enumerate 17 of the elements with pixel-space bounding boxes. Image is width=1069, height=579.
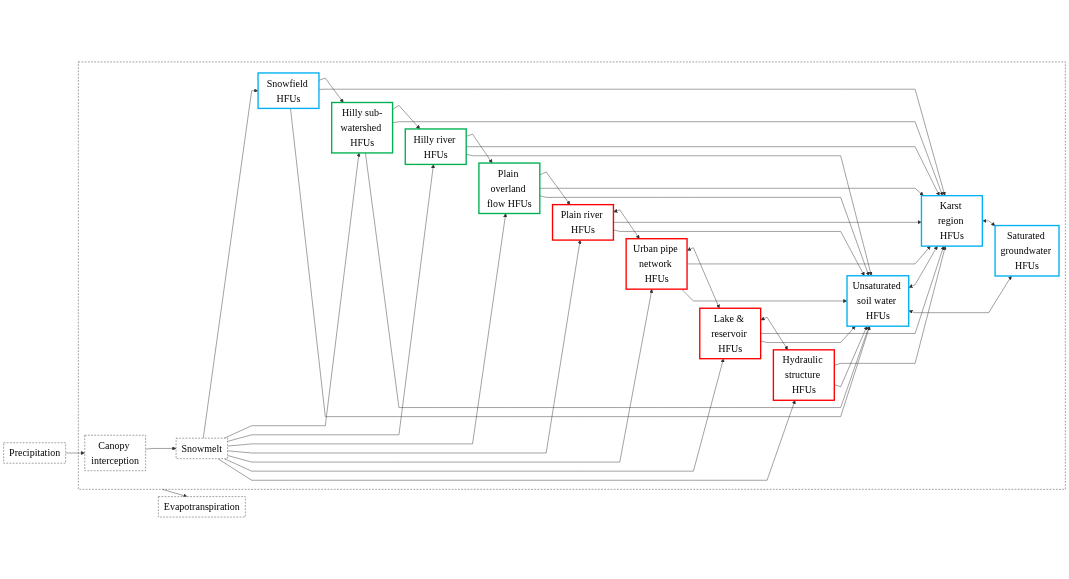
node-box: Canopy interception: [84, 435, 146, 471]
node-box: Evapotranspiration: [158, 496, 246, 518]
node-box: Snowmelt: [175, 438, 228, 459]
node-box: Karst region HFUs: [920, 195, 984, 247]
node-box: Urban pipe network HFUs: [625, 238, 688, 290]
node-box: Precipitation: [3, 442, 66, 464]
node-box: Plain river HFUs: [551, 203, 615, 241]
node-box: Hydraulic structure HFUs: [772, 349, 835, 401]
node-box: Plain overland flow HFUs: [478, 162, 541, 215]
node-box: Lake & reservoir HFUs: [699, 307, 762, 360]
node-box: Hilly river HFUs: [404, 128, 467, 166]
arrow: [982, 218, 996, 226]
node-box: Saturated groundwater HFUs: [994, 224, 1060, 277]
node-box: Hilly sub-watershed HFUs: [331, 101, 394, 154]
node-box: Unsaturated soil water HFUs: [846, 275, 910, 327]
cluster: [78, 61, 1066, 490]
node-box: Snowfield HFUs: [257, 72, 320, 110]
